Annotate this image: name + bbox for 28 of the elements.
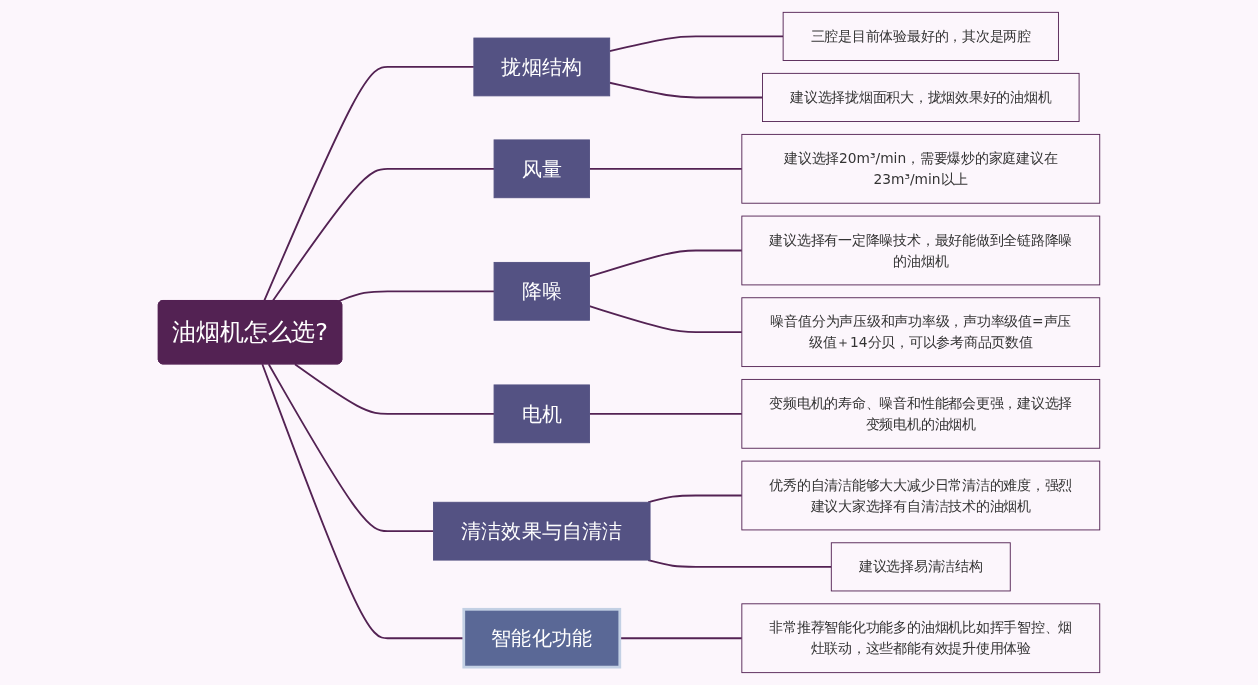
connector	[267, 363, 435, 533]
node-box: 智能化功能	[462, 607, 622, 669]
node-box: 电机	[493, 384, 590, 444]
connector	[337, 290, 495, 303]
connector	[608, 35, 784, 53]
connector	[588, 305, 743, 334]
node-box: 清洁效果与自清洁	[433, 501, 651, 561]
node-box: 拢烟结构	[473, 37, 611, 97]
connector	[588, 249, 743, 278]
connector	[293, 363, 495, 415]
connector	[263, 66, 475, 302]
node-box: 建议选择有一定降噪技术，最好能做到全链路降噪的油烟机	[741, 215, 1101, 286]
node-box: 噪音值分为声压级和声功率级，声功率级值=声压级值＋14分贝，可以参考商品页数值	[741, 297, 1101, 368]
node-box: 非常推荐智能化功能多的油烟机比如挥手智控、烟灶联动，这些都能有效提升使用体验	[741, 603, 1101, 674]
node-box: 建议选择20m³/min，需要爆炒的家庭建议在23m³/min以上	[741, 133, 1101, 204]
node-box: 优秀的自清洁能够大大减少日常清洁的难度，强烈建议大家选择有自清洁技术的油烟机	[741, 460, 1101, 531]
node-box: 三腔是目前体验最好的，其次是两腔	[782, 11, 1059, 61]
node-box: 建议选择易清洁结构	[830, 542, 1011, 592]
connector	[608, 81, 764, 99]
node-box: 变频电机的寿命、噪音和性能都会更强，建议选择变频电机的油烟机	[741, 379, 1101, 449]
connector	[647, 494, 743, 504]
node-box: 风量	[493, 139, 590, 199]
connector	[588, 167, 743, 170]
connector	[588, 412, 743, 415]
node-box: 降噪	[493, 261, 590, 321]
node-box: 建议选择拢烟面积大，拢烟效果好的油烟机	[762, 72, 1080, 122]
connector	[271, 167, 495, 302]
connector	[647, 559, 833, 568]
